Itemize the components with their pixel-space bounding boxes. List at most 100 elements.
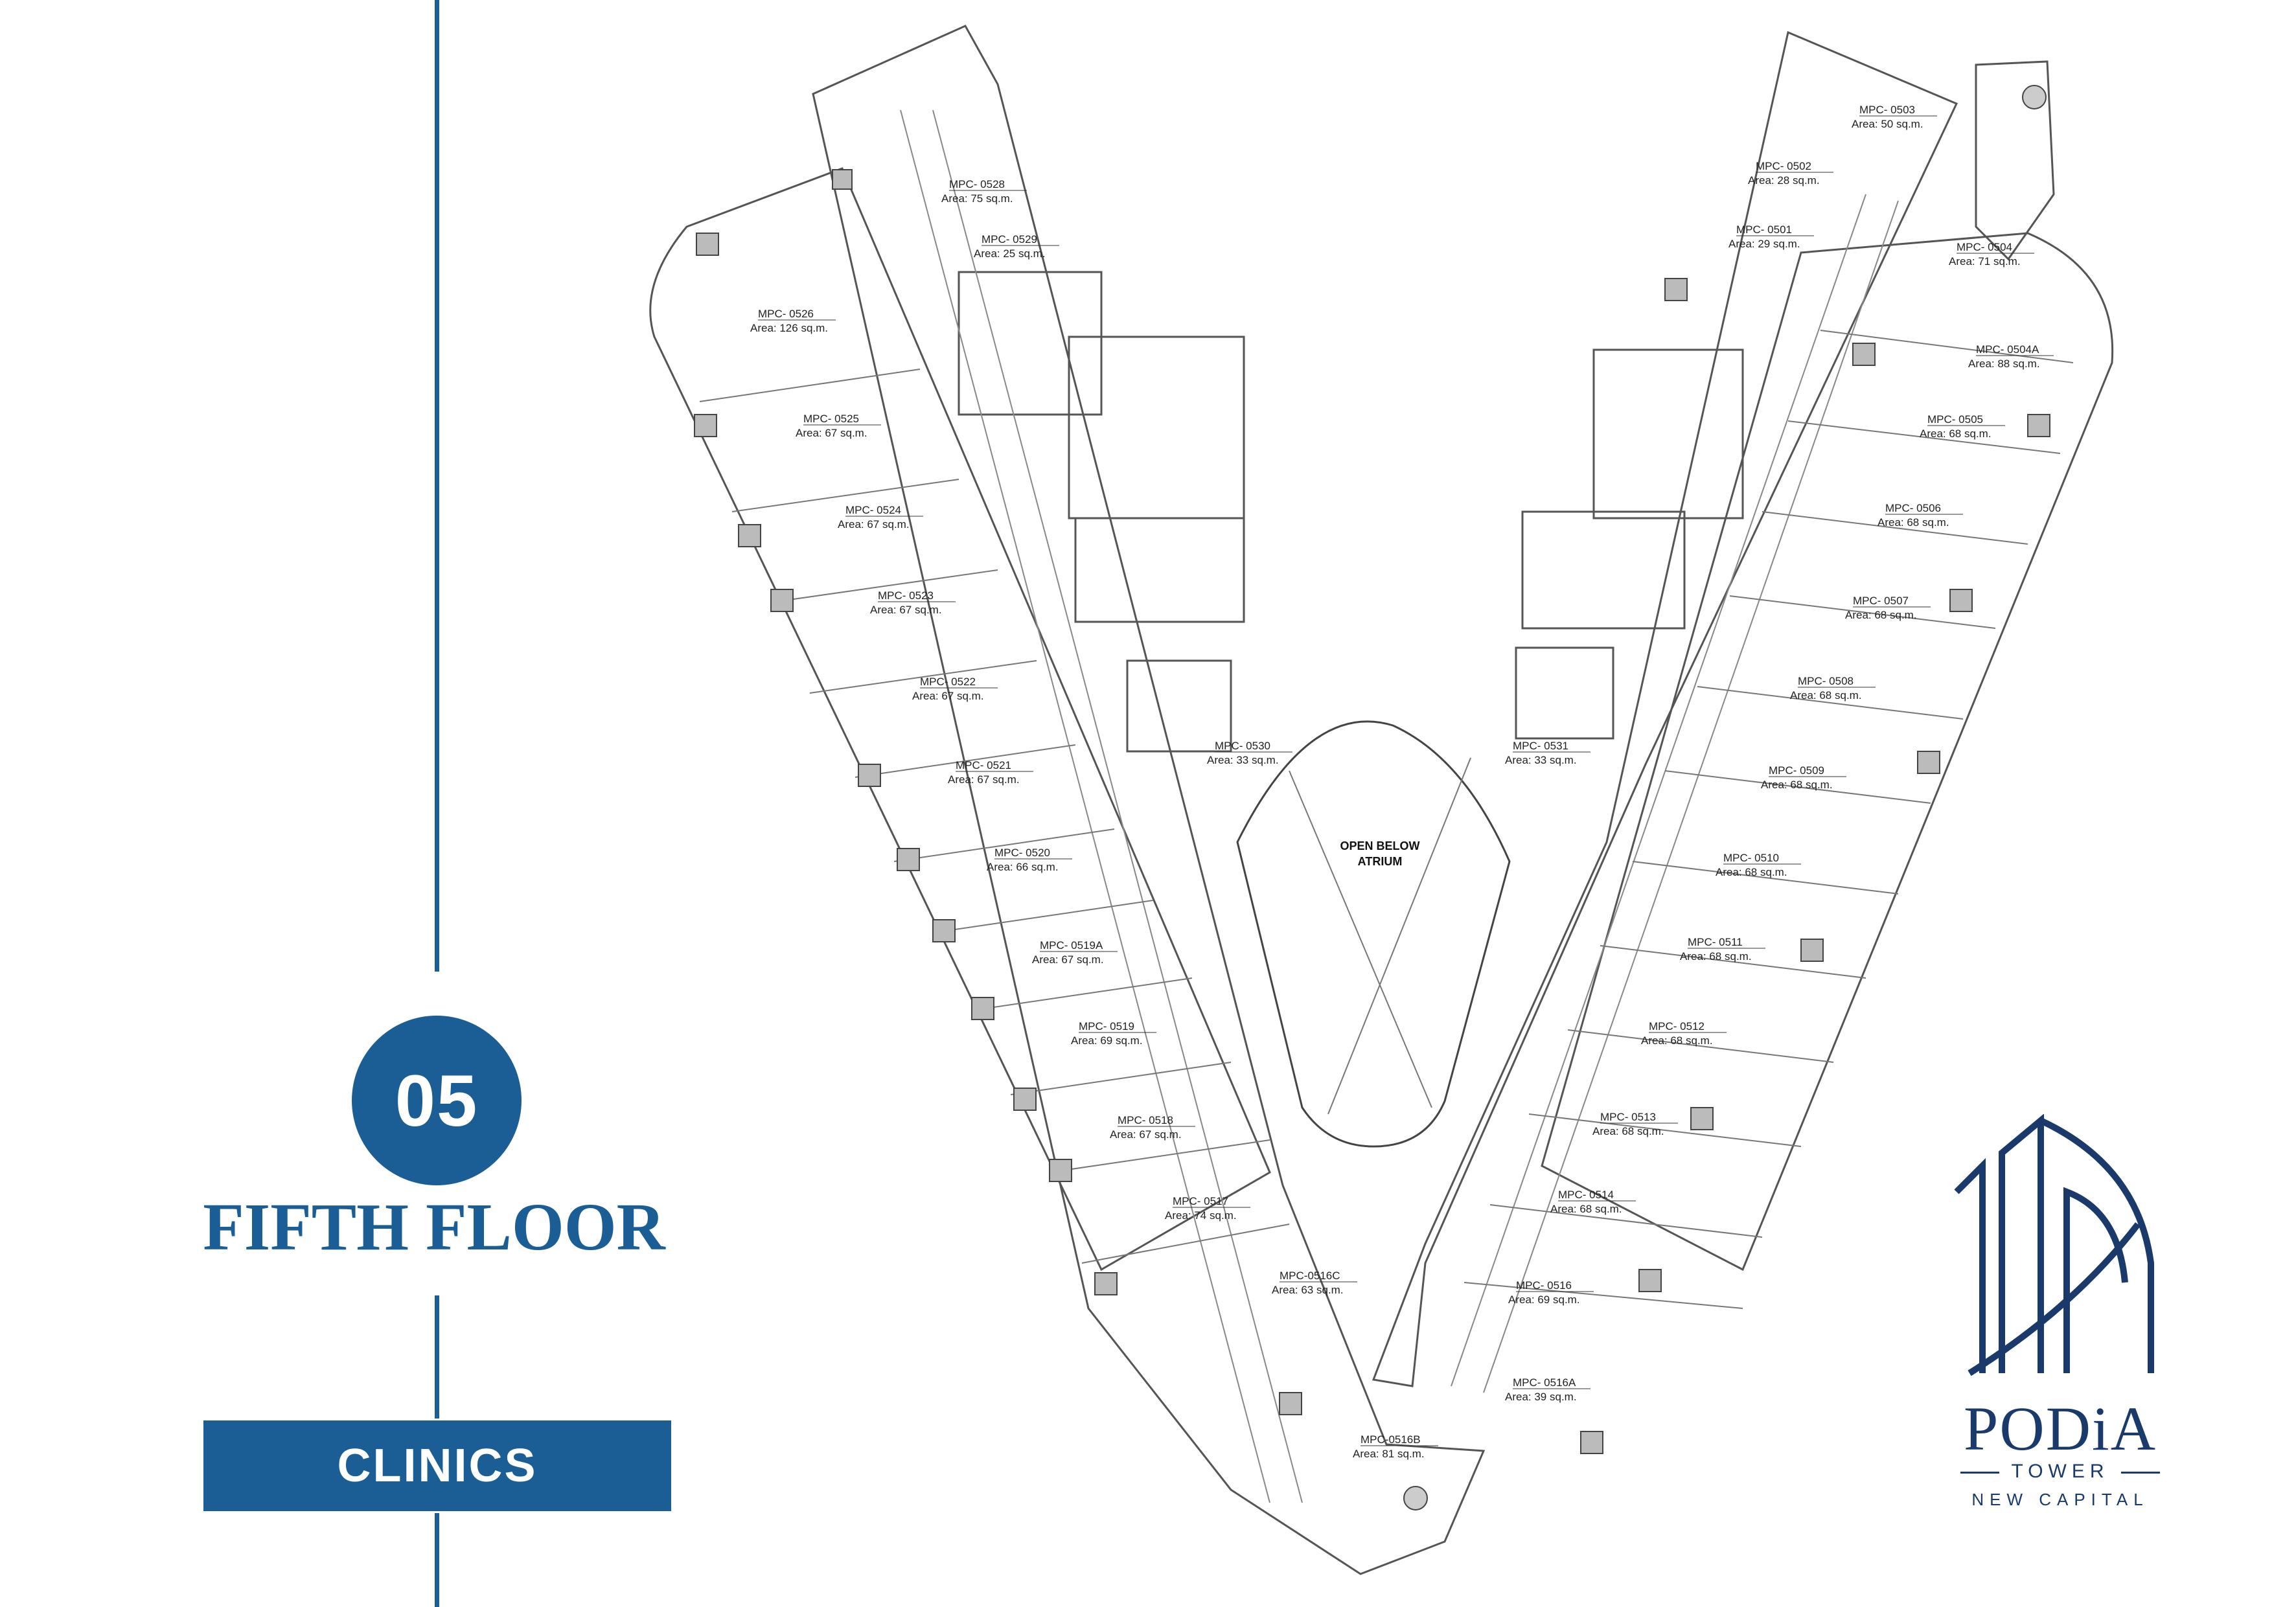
unit-code: MPC- 0528 bbox=[949, 178, 1005, 190]
unit-area: Area: 68 sq.m. bbox=[1641, 1034, 1713, 1047]
vent-top-right bbox=[2022, 85, 2047, 109]
core-lifts-mid-right bbox=[1515, 646, 1614, 740]
core-stair-left bbox=[1068, 336, 1245, 519]
unit-area: Area: 69 sq.m. bbox=[1508, 1294, 1580, 1306]
unit-area: Area: 67 sq.m. bbox=[948, 773, 1020, 786]
right-unit-dividers bbox=[1464, 330, 2074, 1309]
unit-area: Area: 74 sq.m. bbox=[1165, 1209, 1237, 1222]
unit-code: MPC- 0512 bbox=[1649, 1020, 1705, 1032]
unit-area: Area: 39 sq.m. bbox=[1505, 1391, 1577, 1403]
vent-bottom bbox=[1403, 1486, 1428, 1510]
unit-code: MPC- 0504A bbox=[1976, 343, 2039, 356]
floor-title: FIFTH FLOOR bbox=[203, 1190, 665, 1264]
unit-code: MPC- 0531 bbox=[1513, 740, 1568, 752]
unit-area: Area: 68 sq.m. bbox=[1790, 689, 1862, 701]
unit-label: MPC- 0504A Area: 88 sq.m. bbox=[1968, 343, 2054, 370]
unit-area: Area: 68 sq.m. bbox=[1877, 516, 1949, 529]
right-corridor-edge-b bbox=[1483, 200, 1899, 1393]
side-line-bottom bbox=[435, 1513, 439, 1607]
side-line-middle bbox=[435, 1295, 439, 1419]
unit-area: Area: 68 sq.m. bbox=[1592, 1125, 1664, 1137]
unit-area: Area: 67 sq.m. bbox=[1110, 1128, 1182, 1141]
unit-code: MPC- 0504 bbox=[1957, 241, 2012, 253]
unit-code: MPC- 0505 bbox=[1927, 413, 1983, 426]
unit-area: Area: 33 sq.m. bbox=[1505, 754, 1577, 766]
category-label: CLINICS bbox=[203, 1420, 671, 1511]
unit-code: MPC- 0511 bbox=[1688, 936, 1743, 948]
unit-label: MPC- 0516A Area: 39 sq.m. bbox=[1505, 1376, 1590, 1403]
unit-code: MPC- 0529 bbox=[982, 233, 1037, 245]
unit-code: MPC- 0507 bbox=[1853, 595, 1909, 607]
unit-code: MPC- 0516 bbox=[1516, 1279, 1572, 1292]
core-lifts-right bbox=[1521, 510, 1686, 630]
unit-area: Area: 69 sq.m. bbox=[1071, 1034, 1143, 1047]
unit-area: Area: 66 sq.m. bbox=[987, 861, 1059, 873]
unit-area: Area: 25 sq.m. bbox=[974, 247, 1046, 260]
side-line-top bbox=[435, 0, 439, 972]
unit-code: MPC- 0524 bbox=[845, 504, 901, 516]
right-wing-body bbox=[1541, 232, 2114, 1271]
left-corridor-edge-a bbox=[900, 109, 1270, 1503]
unit-area: Area: 68 sq.m. bbox=[1761, 779, 1833, 791]
unit-area: Area: 68 sq.m. bbox=[1680, 950, 1752, 963]
unit-area: Area: 29 sq.m. bbox=[1728, 238, 1800, 250]
left-corridor-edge-b bbox=[932, 109, 1303, 1503]
core-stair-right bbox=[1592, 348, 1744, 519]
atrium-void: OPEN BELOW ATRIUM bbox=[1236, 720, 1511, 1148]
left-unit-dividers bbox=[699, 369, 1290, 1264]
unit-area: Area: 88 sq.m. bbox=[1968, 358, 2040, 370]
unit-code: MPC- 0518 bbox=[1118, 1114, 1173, 1126]
left-wing-body bbox=[649, 167, 1271, 1271]
unit-code: MPC- 0517 bbox=[1173, 1195, 1228, 1207]
unit-code: MPC- 0516A bbox=[1513, 1376, 1576, 1389]
unit-area: Area: 68 sq.m. bbox=[1845, 609, 1917, 621]
top-right-tower bbox=[1975, 60, 2055, 261]
unit-area: Area: 67 sq.m. bbox=[796, 427, 867, 439]
unit-code: MPC- 0502 bbox=[1756, 160, 1811, 172]
unit-area: Area: 67 sq.m. bbox=[838, 518, 910, 530]
unit-code: MPC- 0519A bbox=[1040, 939, 1103, 952]
unit-area: Area: 67 sq.m. bbox=[1032, 953, 1104, 966]
unit-label: MPC-0516C Area: 63 sq.m. bbox=[1272, 1270, 1357, 1296]
unit-area: Area: 68 sq.m. bbox=[1550, 1203, 1622, 1215]
podia-logo-mark bbox=[1954, 1114, 2154, 1376]
unit-code: MPC- 0508 bbox=[1798, 675, 1854, 687]
unit-area: Area: 33 sq.m. bbox=[1207, 754, 1279, 766]
unit-code: MPC-0516C bbox=[1280, 1270, 1340, 1282]
unit-area: Area: 67 sq.m. bbox=[870, 604, 942, 616]
unit-code: MPC- 0509 bbox=[1769, 764, 1824, 777]
core-lift-left bbox=[958, 271, 1103, 416]
unit-code: MPC- 0510 bbox=[1723, 852, 1779, 864]
unit-code: MPC- 0501 bbox=[1736, 223, 1792, 236]
atrium-label-line2: ATRIUM bbox=[1358, 855, 1403, 868]
core-lifts-left bbox=[1074, 517, 1245, 623]
brand-subtitle: NEW CAPITAL bbox=[1971, 1490, 2149, 1509]
unit-code: MPC- 0525 bbox=[803, 413, 859, 425]
unit-code: MPC- 0523 bbox=[878, 589, 934, 602]
unit-area: Area: 81 sq.m. bbox=[1353, 1448, 1425, 1460]
unit-area: Area: 63 sq.m. bbox=[1272, 1284, 1344, 1296]
